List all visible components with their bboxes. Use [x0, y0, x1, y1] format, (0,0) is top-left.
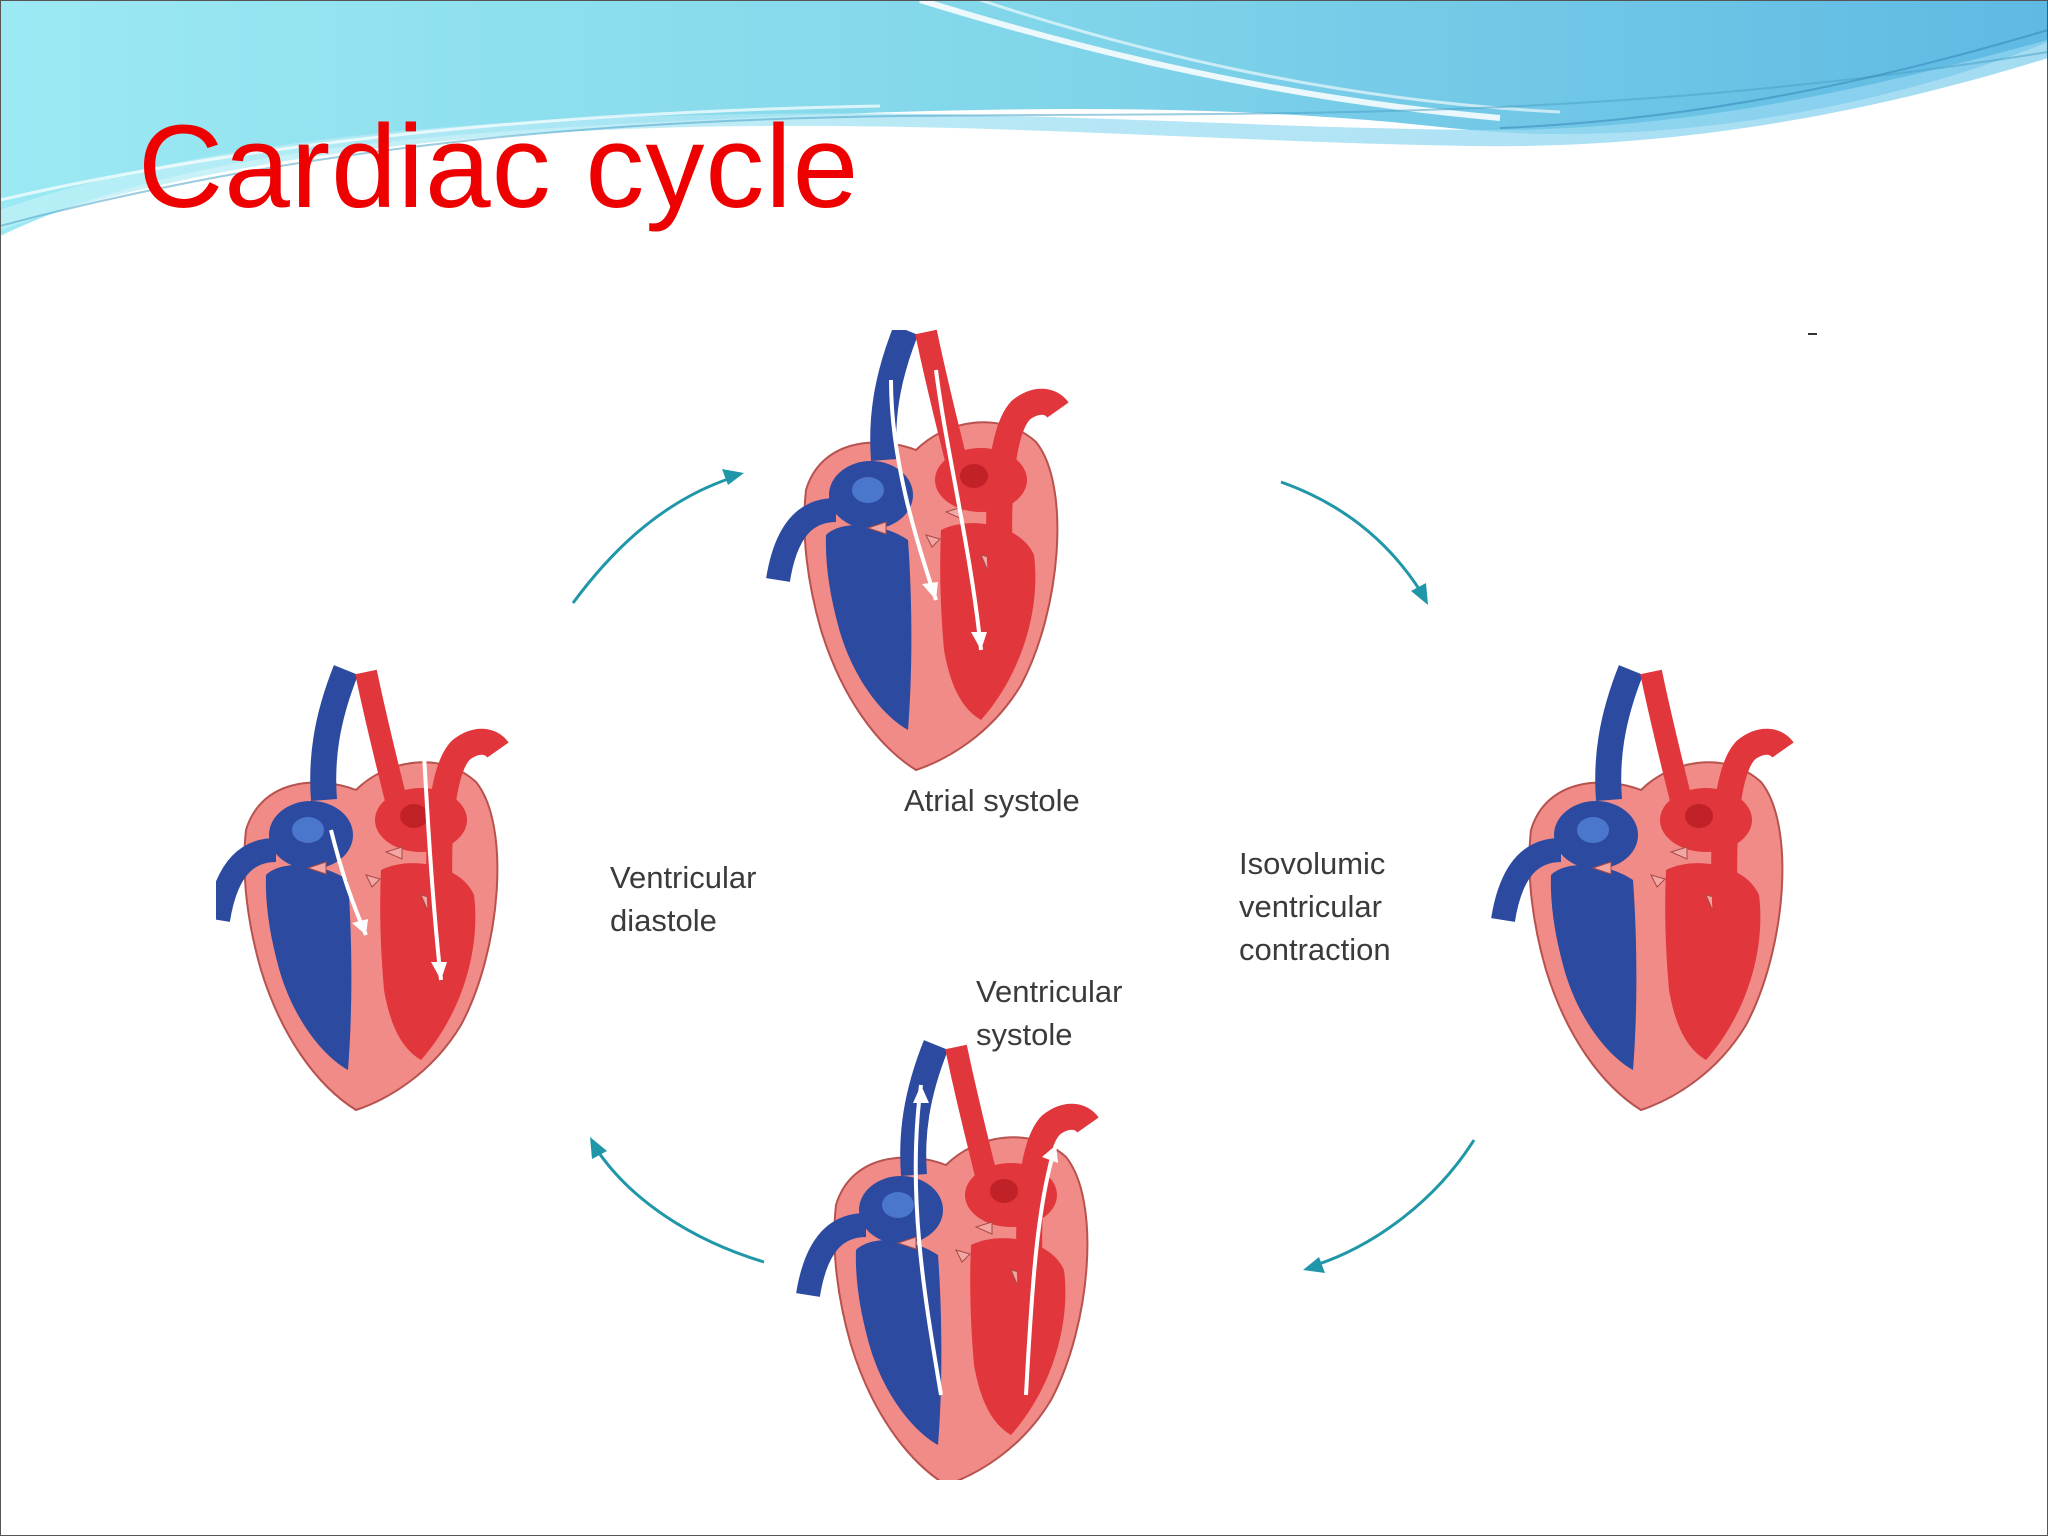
- heart-ventricular-systole: [808, 1045, 1088, 1480]
- header-wave-banner: [0, 0, 2048, 236]
- cycle-arrow-systole-to-diastole: [590, 1137, 765, 1264]
- label-atrial-systole: Atrial systole: [904, 783, 1080, 818]
- label-isovolumic-line-1: Isovolumic: [1239, 846, 1385, 881]
- heart-isovolumic-contraction: [1503, 670, 1783, 1110]
- label-ventricular-systole-line-2: systole: [976, 1017, 1072, 1052]
- label-isovolumic-contraction: Isovolumic ventricular contraction: [1239, 846, 1394, 967]
- corner-tick-mark: [1808, 333, 1817, 335]
- label-ventricular-diastole-line-2: diastole: [610, 903, 717, 938]
- cycle-arrow-diastole-to-atrial: [571, 469, 744, 604]
- heart-atrial-systole: [778, 330, 1058, 770]
- label-ventricular-diastole-line-1: Ventricular: [610, 860, 756, 895]
- heart-ventricular-diastole: [218, 670, 498, 1110]
- label-ventricular-diastole: Ventricular diastole: [610, 860, 765, 938]
- cycle-arrow-atrial-to-isovolumic: [1280, 480, 1428, 605]
- cardiac-cycle-figure: Atrial systole Isovolumic ventricular co…: [216, 330, 1818, 1480]
- label-isovolumic-line-2: ventricular: [1239, 889, 1382, 924]
- label-ventricular-systole-line-1: Ventricular: [976, 974, 1122, 1009]
- slide-title: Cardiac cycle: [138, 101, 860, 233]
- label-ventricular-systole: Ventricular systole: [976, 974, 1131, 1052]
- label-isovolumic-line-3: contraction: [1239, 932, 1391, 967]
- cycle-arrow-isovolumic-to-systole: [1303, 1139, 1476, 1273]
- cardiac-cycle-diagram: Atrial systole Isovolumic ventricular co…: [216, 330, 1818, 1480]
